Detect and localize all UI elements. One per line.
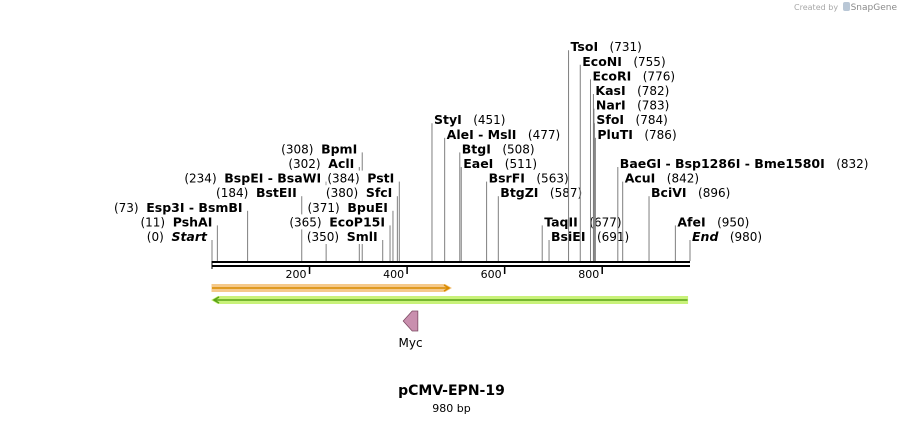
- plasmid-name: pCMV-EPN-19: [398, 383, 505, 399]
- snapgene-logo-icon: [842, 2, 850, 11]
- credit-prefix: Created by: [794, 3, 839, 12]
- site-label-bg: [326, 170, 396, 186]
- site-label: (234) BspEI - BsaWI: [184, 171, 321, 186]
- site-label: BsrFI (563): [489, 171, 569, 186]
- site-label-bg: [324, 185, 394, 201]
- plasmid-length: 980 bp: [432, 402, 471, 415]
- ruler-tick-label: 400: [383, 268, 404, 281]
- ruler-tick-label: 800: [578, 268, 599, 281]
- site-label-bg: [305, 229, 379, 244]
- site-label-bg: [287, 156, 356, 171]
- site-label-bg: [650, 185, 732, 201]
- site-label: (184) BstEII: [216, 185, 297, 200]
- site-label: (371) BpuEI: [307, 200, 388, 215]
- site-label: (302) AclI: [288, 156, 354, 171]
- site-label: SfoI (784): [596, 112, 667, 127]
- site-label: BciVI (896): [651, 185, 730, 200]
- site-label-bg: [280, 141, 359, 157]
- site-label: PluTI (786): [597, 127, 676, 142]
- ruler-tick-label: 600: [481, 268, 502, 281]
- site-label-bg: [594, 83, 671, 98]
- site-label-bg: [487, 170, 570, 186]
- credit-brand: SnapGene: [850, 3, 897, 13]
- site-label-bg: [112, 199, 244, 215]
- site-label: BtgI (508): [462, 141, 535, 156]
- site-label: (384) PstI: [327, 171, 394, 186]
- site-label: (350) SmlI: [307, 229, 378, 244]
- feature-arrow-green-head: [212, 296, 220, 304]
- site-label: TaqII (677): [544, 214, 621, 229]
- site-label: (11) PshAI: [140, 214, 212, 229]
- site-label-bg: [618, 156, 870, 171]
- site-label-bg: [591, 68, 677, 84]
- site-label: (380) SfcI: [326, 185, 392, 200]
- site-label-bg: [183, 170, 323, 186]
- site-label: (0) Start: [147, 229, 208, 244]
- site-label-bg: [595, 112, 669, 128]
- snapgene-credit: Created by SnapGene: [794, 2, 897, 13]
- site-label-bg: [676, 214, 751, 230]
- site-label-bg: [215, 185, 298, 201]
- site-label: StyI (451): [434, 112, 506, 127]
- site-label-bg: [145, 229, 210, 244]
- site-label-bg: [623, 170, 701, 186]
- site-label-bg: [543, 214, 623, 230]
- site-label: (365) EcoP15I: [289, 214, 385, 229]
- site-label-bg: [462, 156, 539, 171]
- ruler-tick-label: 200: [286, 268, 307, 281]
- site-label: End (980): [692, 229, 762, 244]
- site-label-bg: [569, 39, 643, 55]
- feature-myc: [402, 310, 419, 332]
- site-label-bg: [581, 53, 667, 69]
- site-label: (308) BpmI: [281, 141, 357, 156]
- site-label-bg: [691, 229, 764, 244]
- site-label: EaeI (511): [463, 156, 537, 171]
- site-label: AfeI (950): [677, 214, 749, 229]
- site-label: EcoRI (776): [592, 68, 675, 83]
- site-label: BaeGI - Bsp1286I - Bme1580I (832): [620, 156, 869, 171]
- site-label: (73) Esp3I - BsmBI: [114, 200, 243, 215]
- site-label-bg: [596, 126, 678, 142]
- site-label-bg: [499, 185, 584, 201]
- site-label-bg: [306, 199, 389, 215]
- site-label: AcuI (842): [625, 171, 699, 186]
- site-label: KasI (782): [595, 83, 669, 98]
- site-label-bg: [460, 141, 536, 157]
- site-label: TsoI (731): [571, 39, 642, 54]
- site-label-bg: [139, 214, 214, 230]
- site-label-bg: [445, 126, 562, 142]
- site-label: AleI - MslI (477): [447, 127, 561, 142]
- site-label-bg: [594, 97, 671, 113]
- feature-arrow-orange-head: [443, 284, 451, 292]
- site-label-bg: [288, 214, 387, 230]
- site-label: NarI (783): [596, 98, 669, 113]
- site-label-bg: [432, 112, 507, 128]
- site-label: EcoNI (755): [582, 54, 665, 69]
- site-label: BtgZI (587): [500, 185, 582, 200]
- feature-myc-label: Myc: [398, 336, 422, 350]
